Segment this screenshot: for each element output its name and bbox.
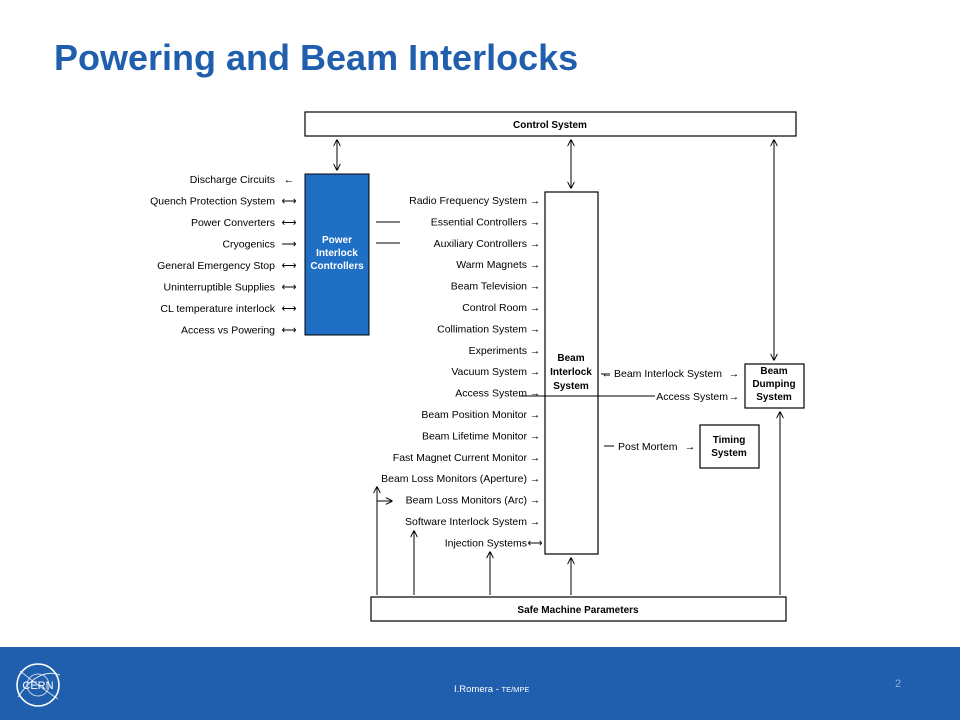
page-number: 2 (895, 678, 902, 690)
dump-label-3: System (756, 392, 792, 403)
bis-input-arrow: → (530, 452, 541, 464)
bis-input-label: Fast Magnet Current Monitor (393, 452, 528, 464)
bis-input-arrow: → (530, 259, 541, 271)
pic-label-3: Controllers (310, 261, 364, 272)
bis-label-3: System (553, 381, 589, 392)
pic-input-arrow: ⟷ (281, 303, 297, 315)
bis-input-arrow: → (530, 281, 541, 293)
pic-input-label: Discharge Circuits (190, 174, 275, 186)
control-system-box (304, 111, 797, 137)
pic-input-label: General Emergency Stop (157, 260, 275, 272)
bis-input-label: Auxiliary Controllers (434, 238, 527, 250)
dump-label-1: Beam (760, 366, 787, 377)
safe-machine-parameters-label: Safe Machine Parameters (517, 605, 639, 616)
pic-input-label: Uninterruptible Supplies (164, 282, 275, 294)
bis-input-label: Collimation System (437, 323, 527, 335)
right-link-arrow-end: → (729, 391, 740, 403)
right-link-arrow-end: → (685, 441, 696, 453)
right-link-label: Post Mortem (618, 441, 678, 453)
author-name: I.Romera - (454, 684, 502, 695)
pic-input-arrow: ⟷ (281, 217, 297, 229)
bis-input-arrow: → (530, 345, 541, 357)
author-affiliation: TE/MPE (501, 685, 530, 694)
bis-input-label: Beam Position Monitor (421, 409, 527, 421)
pic-label-1: Power (322, 235, 352, 246)
safe-machine-parameters-box (370, 596, 787, 622)
bis-input-list: Radio Frequency System→Essential Control… (381, 195, 543, 549)
cern-logo-icon: CERN (16, 663, 61, 707)
timing-label-2: System (711, 448, 747, 459)
bis-input-label: Essential Controllers (431, 216, 527, 228)
pic-input-label: Access vs Powering (181, 325, 275, 337)
right-link-label: Beam Interlock System (614, 368, 722, 380)
bis-input-arrow: → (530, 388, 541, 400)
pic-label-2: Interlock (316, 248, 358, 259)
beam-interlock-system-box (544, 191, 599, 555)
power-interlock-controllers-box (304, 173, 370, 336)
pic-input-arrow: ← (284, 174, 295, 186)
bis-input-label: Beam Loss Monitors (Aperture) (381, 473, 527, 485)
bis-input-label: Injection Systems (445, 537, 527, 549)
timing-label-1: Timing (713, 435, 746, 446)
dump-label-2: Dumping (752, 379, 795, 390)
interlock-diagram: Control System Safe Machine Parameters P… (150, 111, 805, 622)
pic-input-arrow: ⟶ (281, 239, 297, 251)
bis-input-label: Warm Magnets (456, 259, 527, 271)
bis-input-arrow: → (530, 195, 541, 207)
pic-input-label: Power Converters (191, 217, 275, 229)
pic-input-label: Cryogenics (222, 239, 275, 251)
control-system-label: Control System (513, 120, 587, 131)
bis-input-arrow: → (530, 473, 541, 485)
beam-dumping-system-box (744, 363, 805, 409)
bis-input-label: Beam Television (451, 281, 527, 293)
footer-author: I.Romera - TE/MPE (454, 684, 529, 695)
bis-input-label: Vacuum System (451, 366, 527, 378)
footer-bar: CERN I.Romera - TE/MPE 2 (0, 647, 960, 720)
bis-input-arrow: → (530, 323, 541, 335)
bis-input-label: Access System (455, 388, 527, 400)
bis-input-label: Software Interlock System (405, 516, 527, 528)
pic-input-list: Discharge Circuits ← Quench Protection Sys… (150, 174, 297, 337)
pic-input-label: Quench Protection System (150, 196, 275, 208)
right-link-list: ←Beam Interlock System→Access System→Pos… (602, 368, 740, 453)
bis-input-label: Radio Frequency System (409, 195, 527, 207)
pic-input-arrow: ⟷ (281, 282, 297, 294)
bis-input-arrow: → (530, 302, 541, 314)
right-link-arrow-end: → (729, 368, 740, 380)
bis-input-label: Beam Lifetime Monitor (422, 430, 528, 442)
pic-input-arrow: ⟷ (281, 260, 297, 272)
page-title: Powering and Beam Interlocks (54, 37, 579, 78)
pic-input-arrow: ⟷ (281, 325, 297, 337)
bis-input-arrow: → (530, 216, 541, 228)
cern-logo-text: CERN (22, 680, 53, 692)
bis-input-label: Control Room (462, 302, 527, 314)
bis-input-label: Beam Loss Monitors (Arc) (406, 495, 527, 507)
right-link-arrow-start: ← (602, 368, 613, 380)
bis-input-arrow: → (530, 409, 541, 421)
timing-system-box (699, 424, 760, 469)
bis-input-arrow: → (530, 366, 541, 378)
pic-input-arrow: ⟷ (281, 196, 297, 208)
bis-input-arrow: → (530, 430, 541, 442)
bis-label-1: Beam (557, 353, 584, 364)
bis-label-2: Interlock (550, 367, 592, 378)
pic-input-label: CL temperature interlock (160, 303, 275, 315)
bis-input-arrow: → (530, 495, 541, 507)
right-link-label: Access System (656, 391, 728, 403)
bis-input-arrow: ⟷ (527, 537, 543, 549)
bis-input-arrow: → (530, 516, 541, 528)
bis-input-arrow: → (530, 238, 541, 250)
bis-input-label: Experiments (469, 345, 527, 357)
